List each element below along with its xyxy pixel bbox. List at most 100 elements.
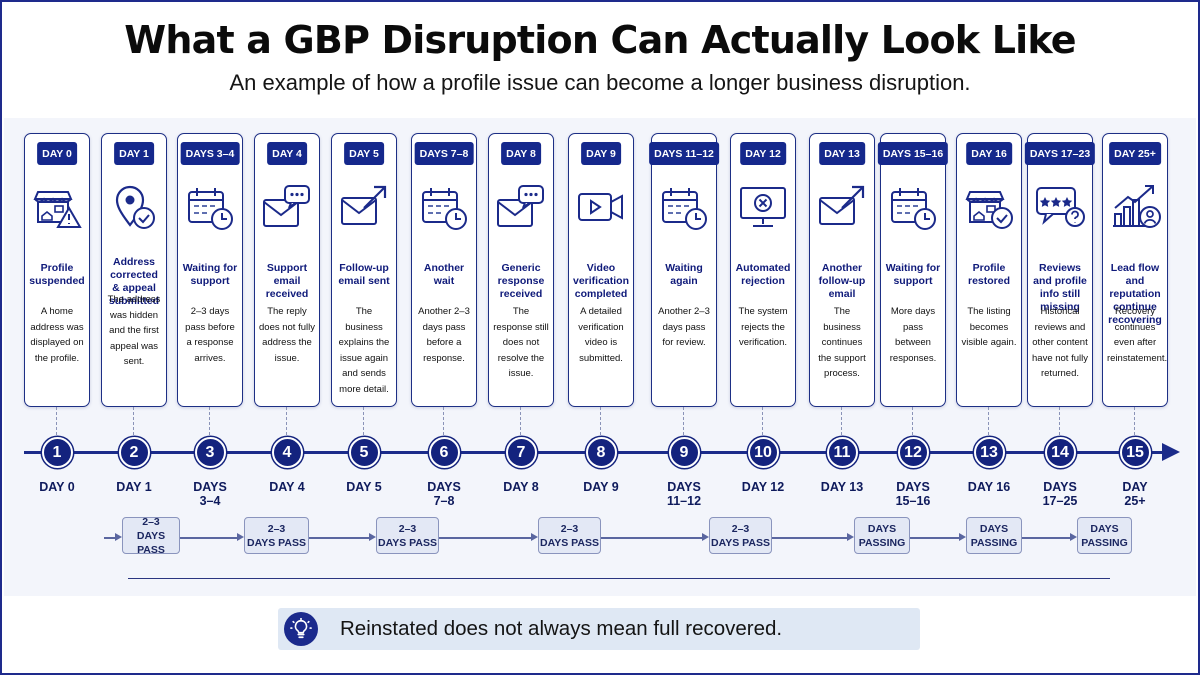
connector-line	[1059, 407, 1061, 435]
pass-arrowhead	[369, 533, 376, 541]
step-number-node: 14	[1044, 437, 1076, 468]
timeline-arrowhead	[1162, 443, 1180, 461]
step-number-node: 10	[747, 437, 779, 468]
growth-chart-user-icon	[1109, 182, 1161, 232]
connector-line	[841, 407, 843, 435]
step-title: Profile suspended	[29, 262, 85, 287]
step-number-node: 4	[271, 437, 303, 468]
pass-arrow	[772, 537, 848, 539]
day-badge: DAYS 11–12	[649, 142, 719, 165]
step-day-label: DAY 5	[346, 480, 382, 494]
step-description: Another 2–3 days pass before a response.	[418, 306, 470, 364]
step-card: DAYS 17–23 Reviews and profile info stil…	[1024, 133, 1096, 407]
step-title: Waiting for support	[182, 262, 238, 287]
video-camera-icon	[575, 182, 627, 232]
step-title: Address corrected & appeal submitted	[108, 256, 160, 307]
connector-line	[363, 407, 365, 435]
location-pin-check-icon	[108, 182, 160, 232]
step-number-node: 11	[826, 437, 858, 468]
storefront-check-icon	[963, 182, 1015, 232]
connector-line	[912, 407, 914, 435]
step-description: The listing becomes visible again.	[961, 306, 1017, 348]
day-badge: DAYS 3–4	[180, 142, 240, 165]
callout-text: Reinstated does not always mean full rec…	[340, 617, 783, 640]
day-badge: DAY 9	[581, 142, 621, 165]
pass-arrow	[439, 537, 532, 539]
step-title: Profile restored	[967, 262, 1010, 287]
connector-line	[520, 407, 522, 435]
pass-arrowhead	[1070, 533, 1077, 541]
step-description: The address was hidden and the first app…	[107, 294, 161, 367]
pass-arrow	[1022, 537, 1071, 539]
connector-line	[683, 407, 685, 435]
step-title: Automated rejection	[735, 262, 791, 287]
connector-line	[1134, 407, 1136, 435]
step-number-node: 6	[428, 437, 460, 468]
storefront-warning-icon	[31, 182, 83, 232]
page-subtitle: An example of how a profile issue can be…	[229, 70, 971, 95]
pass-arrowhead	[847, 533, 854, 541]
step-day-label: DAY 8	[503, 480, 539, 494]
connector-line	[56, 407, 58, 435]
lightbulb-icon	[284, 612, 318, 646]
connector-line	[443, 407, 445, 435]
pass-arrowhead	[702, 533, 709, 541]
step-description: A detailed verification video is submitt…	[578, 306, 624, 364]
step-description: Recovery continues even after reinstatem…	[1107, 306, 1168, 364]
step-title: Generic response received	[497, 262, 545, 300]
connector-line	[209, 407, 211, 435]
step-number-node: 1	[41, 437, 73, 468]
envelope-send-icon	[816, 182, 868, 232]
step-description: The reply does not fully address the iss…	[259, 306, 315, 364]
monitor-reject-icon	[737, 182, 789, 232]
step-title: Waiting for support	[885, 262, 941, 287]
pass-arrowhead	[959, 533, 966, 541]
day-badge: DAYS 17–23	[1024, 142, 1096, 165]
step-day-label: DAY 0	[39, 480, 75, 494]
connector-line	[286, 407, 288, 435]
step-title: Follow-up email sent	[338, 262, 390, 287]
step-title: Support email received	[265, 262, 309, 300]
step-description: The system rejects the verification.	[738, 306, 788, 348]
day-badge: DAYS 7–8	[414, 142, 474, 165]
review-question-icon	[1034, 182, 1086, 232]
pass-arrow	[104, 537, 116, 539]
step-description: The business explains the issue again an…	[338, 306, 390, 395]
day-badge: DAY 12	[740, 142, 786, 165]
step-number-node: 7	[505, 437, 537, 468]
step-number-node: 3	[194, 437, 226, 468]
step-card: DAY 1 Address corrected & appeal submitt…	[101, 133, 167, 407]
connector-line	[600, 407, 602, 435]
connector-line	[988, 407, 990, 435]
envelope-chat-icon	[495, 182, 547, 232]
day-badge: DAY 16	[966, 142, 1012, 165]
pass-arrow	[309, 537, 370, 539]
step-number-node: 2	[118, 437, 150, 468]
step-number-node: 5	[348, 437, 380, 468]
step-number-node: 12	[897, 437, 929, 468]
step-day-label: DAY 1	[116, 480, 152, 494]
day-badge: DAY 25+	[1109, 142, 1161, 165]
step-description: The response still does not resolve the …	[493, 306, 549, 379]
